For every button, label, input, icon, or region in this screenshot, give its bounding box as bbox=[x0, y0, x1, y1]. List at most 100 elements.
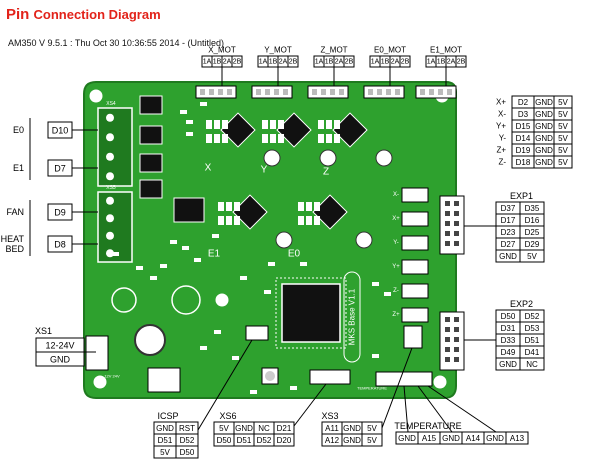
axis-label-y: Y bbox=[261, 165, 268, 176]
pin-label: D52 bbox=[257, 436, 272, 445]
reset-button-cap bbox=[265, 371, 275, 381]
connector-pin bbox=[386, 89, 391, 95]
pin-label: GND bbox=[442, 434, 460, 443]
motor-connector bbox=[195, 85, 237, 99]
pin-label: 5V bbox=[558, 110, 568, 119]
xs1-label: XS1 bbox=[35, 326, 52, 336]
pin-label: 5V bbox=[558, 134, 568, 143]
header-pin bbox=[454, 211, 459, 216]
pin-label: 12-24V bbox=[45, 341, 74, 351]
pin-label: D52 bbox=[180, 436, 195, 445]
title-rest: Connection Diagram bbox=[33, 7, 161, 22]
smd-part bbox=[186, 120, 193, 124]
pin-cell bbox=[553, 155, 573, 169]
icsp-label: ICSP bbox=[157, 411, 178, 421]
pin-label: GND bbox=[535, 122, 553, 131]
terminal-screw bbox=[106, 214, 114, 223]
pin-label: D50 bbox=[501, 312, 516, 321]
connector-pin bbox=[227, 89, 232, 95]
leader-line bbox=[417, 385, 453, 433]
pin-label: D41 bbox=[525, 348, 540, 357]
motor-header-label: Z_MOT bbox=[320, 46, 347, 55]
pin-label: 2A bbox=[279, 59, 288, 66]
subtitle: AM350 V 9.5.1 : Thu Oct 30 10:36:55 2014… bbox=[8, 38, 224, 48]
terminal-screw bbox=[106, 152, 114, 161]
smd-part bbox=[278, 120, 284, 129]
mcu-outline bbox=[275, 277, 347, 349]
smd-part bbox=[262, 134, 268, 143]
pin-label: 1A bbox=[427, 59, 436, 66]
pin-label: GND bbox=[499, 252, 517, 261]
exp2-label: EXP2 bbox=[510, 299, 533, 309]
smd-part bbox=[218, 216, 224, 225]
pin-label: D25 bbox=[525, 228, 540, 237]
smd-part bbox=[150, 276, 157, 280]
xs6-label: XS6 bbox=[219, 411, 236, 421]
leader-line bbox=[427, 385, 497, 433]
connector-pin bbox=[218, 89, 223, 95]
header-pin bbox=[445, 211, 450, 216]
pin-label: NC bbox=[526, 360, 538, 369]
usb-port bbox=[147, 367, 181, 393]
pin-label: 2A bbox=[335, 59, 344, 66]
header-pin bbox=[454, 357, 459, 362]
power-output-label: E0 bbox=[13, 125, 24, 135]
leader-line bbox=[293, 383, 327, 427]
pin-label: A12 bbox=[325, 436, 340, 445]
smd-part bbox=[186, 132, 193, 136]
pin-label: 5V bbox=[219, 424, 229, 433]
pin-label: D53 bbox=[525, 324, 540, 333]
header-pin bbox=[445, 337, 450, 342]
axis-label-z: Z bbox=[323, 167, 329, 178]
pin-label: A13 bbox=[510, 434, 525, 443]
motor-connector bbox=[251, 85, 293, 99]
pin-label: D35 bbox=[525, 204, 540, 213]
driver-x bbox=[206, 112, 281, 167]
pin-label: A15 bbox=[422, 434, 437, 443]
smd-part bbox=[232, 356, 239, 360]
driver-e0 bbox=[298, 194, 373, 249]
pin-label: 1B bbox=[269, 59, 278, 66]
smd-part bbox=[314, 216, 320, 225]
power-output-pin: D9 bbox=[54, 208, 66, 218]
endstop-label: Y- bbox=[499, 134, 507, 143]
pin-label: GND bbox=[535, 98, 553, 107]
pin-label: 5V bbox=[367, 424, 377, 433]
pin-label: 2B bbox=[233, 59, 242, 66]
power-output-pin: D10 bbox=[52, 126, 69, 136]
header-pin bbox=[445, 347, 450, 352]
motor-header-label: E1_MOT bbox=[430, 46, 462, 55]
pin-label: 5V bbox=[558, 158, 568, 167]
mounting-hole bbox=[93, 375, 107, 389]
mounting-hole bbox=[89, 89, 103, 103]
smd-part bbox=[326, 134, 332, 143]
connector-pin bbox=[274, 89, 279, 95]
axis-label-x: X bbox=[205, 163, 212, 174]
power-output-label: E1 bbox=[13, 163, 24, 173]
header-pin bbox=[445, 231, 450, 236]
pin-label: D16 bbox=[525, 216, 540, 225]
pin-label: D20 bbox=[277, 436, 292, 445]
header-pin bbox=[454, 337, 459, 342]
driver-z bbox=[318, 112, 393, 167]
smd-part bbox=[278, 134, 284, 143]
pin-label: 2B bbox=[345, 59, 354, 66]
pin-label: 5V bbox=[558, 122, 568, 131]
leader-line bbox=[197, 339, 253, 431]
regulator bbox=[173, 197, 205, 223]
connector-pin bbox=[283, 89, 288, 95]
connector-pin bbox=[429, 89, 434, 95]
pin-label: RST bbox=[179, 424, 195, 433]
xs3-header bbox=[403, 325, 423, 349]
connector-pin bbox=[447, 89, 452, 95]
smd-part bbox=[112, 252, 119, 256]
driver-e1 bbox=[218, 194, 293, 249]
smd-part bbox=[234, 202, 240, 211]
pin-label: GND bbox=[499, 360, 517, 369]
trim-pot bbox=[319, 149, 337, 167]
connector-pin bbox=[339, 89, 344, 95]
connector-pin bbox=[312, 89, 317, 95]
